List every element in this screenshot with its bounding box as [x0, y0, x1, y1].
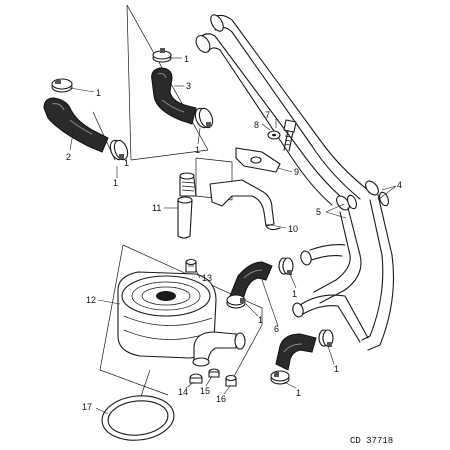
- seal-ring-17: [101, 395, 175, 441]
- bolt-7: [283, 119, 297, 152]
- return-pipe-upper: [195, 14, 379, 211]
- callout-12: 12: [86, 295, 96, 305]
- callout-1: 1: [296, 388, 301, 398]
- callout-11: 11: [152, 203, 161, 213]
- clip-1-left-top: [51, 78, 73, 93]
- callout-1: 1: [258, 315, 263, 325]
- fitting-15: [208, 368, 220, 378]
- callout-17: 17: [82, 402, 92, 412]
- plug-13: [185, 258, 197, 273]
- callout-7: 7: [265, 110, 270, 120]
- reference-code: CD 37718: [350, 436, 393, 446]
- callout-5: 5: [316, 207, 321, 217]
- clip-1-mid-b: [226, 294, 246, 309]
- hose-3: [151, 67, 197, 125]
- callout-labels: 1 1 1 1 1 1 1 1 1 2 3 4 5 6 7 8 9 10 11 …: [66, 54, 402, 446]
- callout-6: 6: [274, 324, 279, 334]
- clip-1-top-upper: [152, 48, 172, 63]
- hose-6-lower: [275, 333, 317, 371]
- callout-1: 1: [184, 54, 189, 64]
- callout-3: 3: [186, 81, 191, 91]
- callout-9: 9: [294, 167, 299, 177]
- fitting-14: [189, 373, 203, 384]
- leader-lines: [69, 57, 397, 415]
- clamp-10: [209, 179, 281, 231]
- callout-15: 15: [200, 386, 210, 396]
- bracket-9: [235, 147, 281, 173]
- callout-1: 1: [195, 145, 200, 155]
- callout-1: 1: [113, 178, 118, 188]
- return-pipe-lower: [292, 191, 394, 351]
- callout-1: 1: [96, 88, 101, 98]
- clip-1-mid-a: [278, 257, 294, 275]
- clip-1-mid-c: [318, 329, 334, 347]
- callout-1: 1: [334, 364, 339, 374]
- callout-1: 1: [292, 289, 297, 299]
- clip-1-top-lower: [194, 107, 214, 129]
- hose-2: [43, 97, 109, 153]
- clip-1-mid-d: [270, 370, 290, 385]
- callout-4: 4: [397, 180, 402, 190]
- callout-10: 10: [288, 224, 298, 234]
- pipe-11: [177, 172, 197, 239]
- callout-1: 1: [124, 158, 129, 168]
- callout-2: 2: [66, 152, 71, 162]
- callout-13: 13: [202, 273, 212, 283]
- callout-16: 16: [216, 394, 226, 404]
- washer-8: [267, 130, 281, 140]
- callout-8: 8: [254, 120, 259, 130]
- hose-6-upper: [229, 261, 273, 303]
- elbow-fitting: [192, 331, 246, 367]
- fitting-16: [225, 374, 237, 387]
- callout-14: 14: [178, 387, 188, 397]
- clip-1-left-bottom: [109, 139, 129, 161]
